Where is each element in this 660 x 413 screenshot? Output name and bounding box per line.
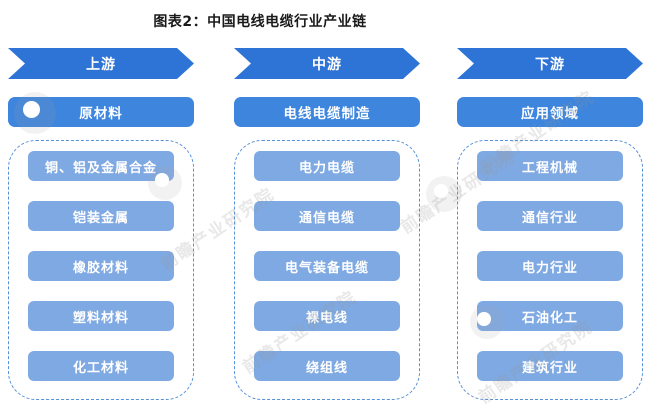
category-header-downstream: 应用领域 bbox=[457, 97, 643, 127]
group-upstream: 铜、铝及金属合金 铠装金属 橡胶材料 塑料材料 化工材料 bbox=[8, 140, 194, 400]
chain-item: 电气装备电缆 bbox=[254, 251, 400, 281]
chain-item: 电力电缆 bbox=[254, 151, 400, 181]
chain-item: 橡胶材料 bbox=[28, 251, 174, 281]
chain-item: 电力行业 bbox=[477, 251, 623, 281]
chain-item: 裸电线 bbox=[254, 301, 400, 331]
group-downstream: 工程机械 通信行业 电力行业 石油化工 建筑行业 bbox=[457, 140, 643, 400]
stage-arrow-label: 上游 bbox=[86, 56, 116, 73]
chain-item: 铠装金属 bbox=[28, 201, 174, 231]
chain-item: 铜、铝及金属合金 bbox=[28, 151, 174, 181]
chain-item: 化工材料 bbox=[28, 351, 174, 381]
chain-item: 建筑行业 bbox=[477, 351, 623, 381]
chain-item: 石油化工 bbox=[477, 301, 623, 331]
category-header-label: 原材料 bbox=[79, 106, 123, 122]
column-downstream: 下游 应用领域 工程机械 通信行业 电力行业 石油化工 建筑行业 bbox=[457, 0, 643, 413]
figure-title: 图表2：中国电线电缆行业产业链 bbox=[153, 14, 367, 30]
column-upstream: 上游 原材料 铜、铝及金属合金 铠装金属 橡胶材料 塑料材料 化工材料 bbox=[8, 0, 194, 413]
category-header-upstream: 原材料 bbox=[8, 97, 194, 127]
chain-item: 塑料材料 bbox=[28, 301, 174, 331]
stage-arrow-label: 中游 bbox=[312, 56, 342, 73]
chain-item: 绕组线 bbox=[254, 351, 400, 381]
chain-item: 工程机械 bbox=[477, 151, 623, 181]
category-header-midstream: 电线电缆制造 bbox=[234, 97, 420, 127]
column-midstream: 中游 电线电缆制造 电力电缆 通信电缆 电气装备电缆 裸电线 绕组线 bbox=[234, 0, 420, 413]
stage-arrow-downstream: 下游 bbox=[457, 48, 643, 79]
group-midstream: 电力电缆 通信电缆 电气装备电缆 裸电线 绕组线 bbox=[234, 140, 420, 400]
chain-item: 通信电缆 bbox=[254, 201, 400, 231]
stage-arrow-label: 下游 bbox=[535, 56, 565, 73]
category-header-label: 电线电缆制造 bbox=[283, 106, 371, 122]
stage-arrow-midstream: 中游 bbox=[234, 48, 420, 79]
stage-arrow-upstream: 上游 bbox=[8, 48, 194, 79]
category-header-label: 应用领域 bbox=[521, 106, 579, 122]
chain-item: 通信行业 bbox=[477, 201, 623, 231]
